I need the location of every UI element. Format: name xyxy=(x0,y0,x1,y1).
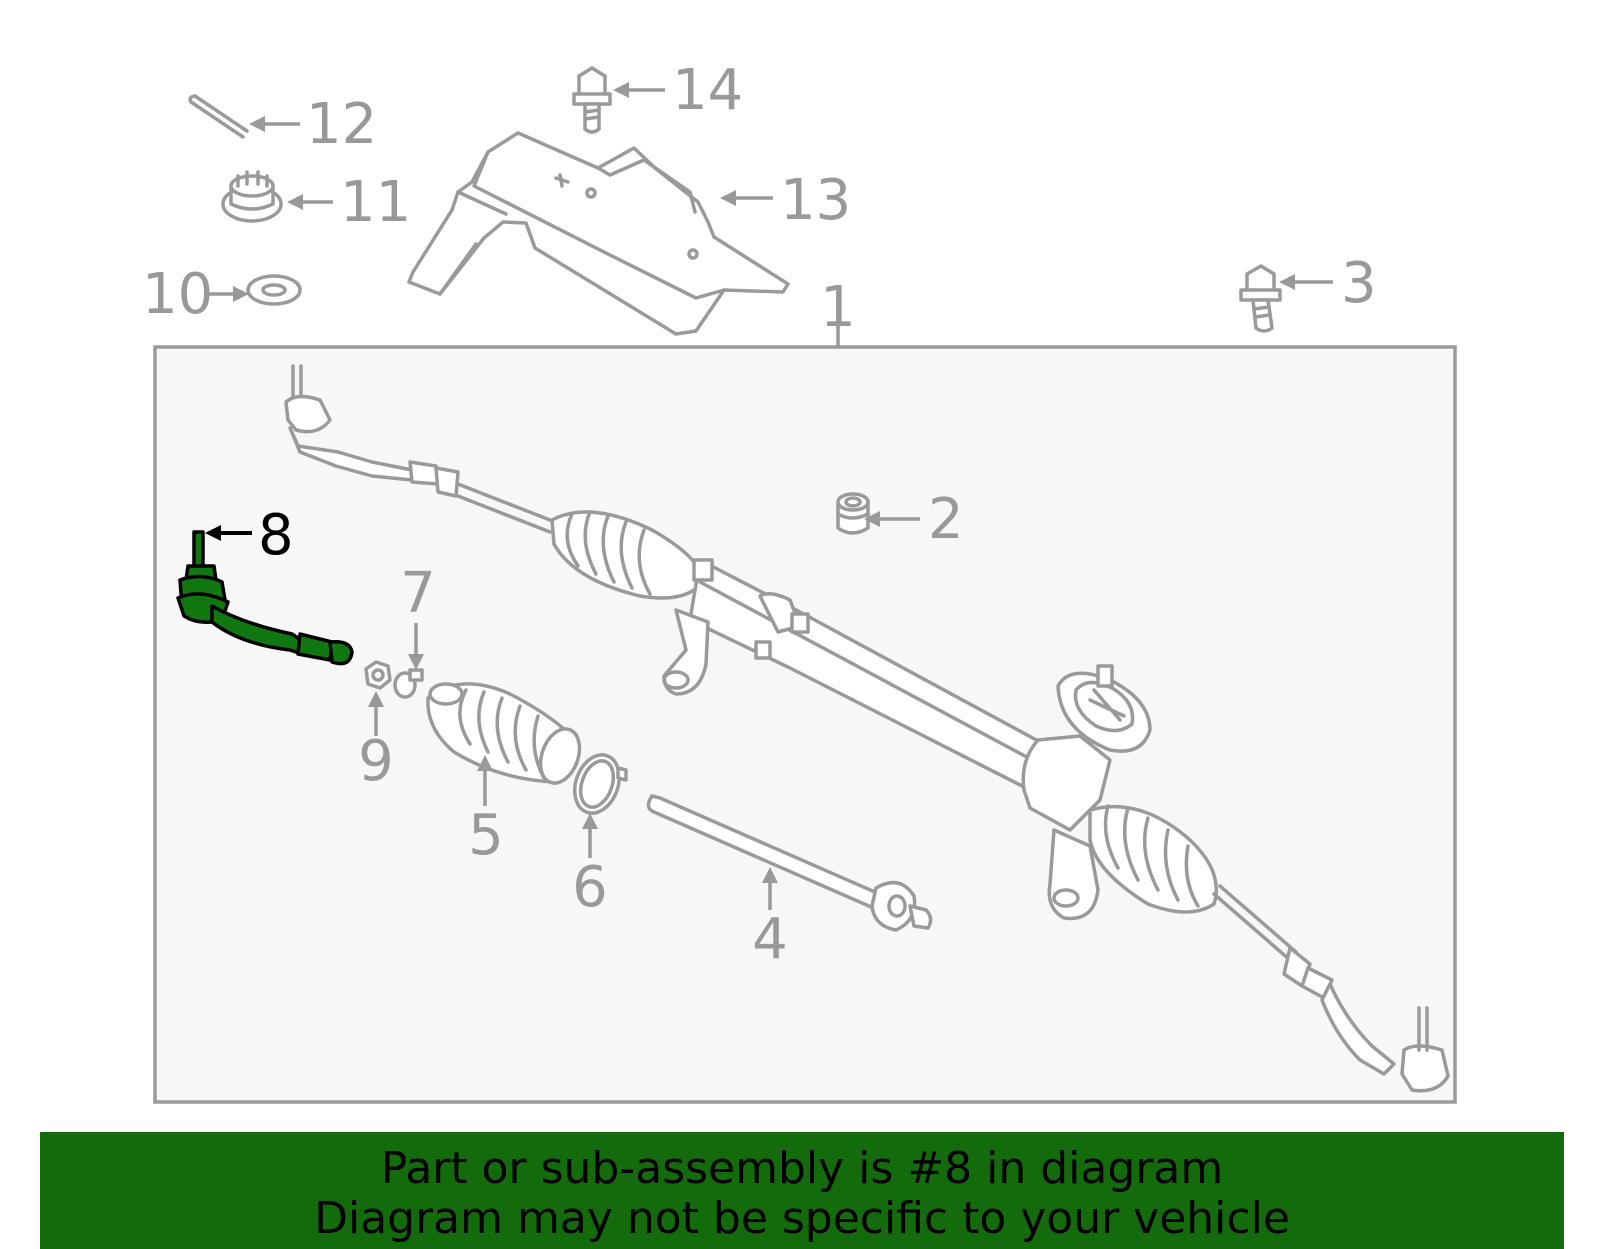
callout-7: 7 xyxy=(400,561,436,626)
part-1-steering-gear xyxy=(284,364,1450,1093)
callout-9: 9 xyxy=(358,729,394,794)
part-info-banner: Part or sub-assembly is #8 in diagram Di… xyxy=(40,1132,1564,1249)
part-10-washer[interactable] xyxy=(246,274,302,306)
callout-8: 8 xyxy=(258,503,294,568)
callout-12: 12 xyxy=(306,92,377,157)
part-7-clamp[interactable] xyxy=(393,668,424,699)
callout-4: 4 xyxy=(752,907,788,972)
callout-11: 11 xyxy=(340,170,411,235)
banner-line-disclaimer: Diagram may not be specific to your vehi… xyxy=(314,1193,1290,1244)
part-6-clamp-ring[interactable] xyxy=(567,749,628,820)
part-5-boot[interactable] xyxy=(426,682,586,789)
callout-2: 2 xyxy=(928,487,964,552)
callout-3: 3 xyxy=(1341,251,1377,316)
part-4-inner-tie-rod[interactable] xyxy=(646,794,933,932)
part-13-heat-shield[interactable] xyxy=(407,131,790,336)
part-14-bolt[interactable] xyxy=(572,66,612,134)
part-9-nut[interactable] xyxy=(364,660,392,690)
part-12-cotter-pin[interactable] xyxy=(188,94,249,139)
callout-14: 14 xyxy=(672,58,743,123)
banner-line-part: Part or sub-assembly is #8 in diagram xyxy=(380,1143,1224,1194)
callout-13: 13 xyxy=(780,168,851,233)
part-8-outer-tie-rod-end[interactable] xyxy=(176,530,354,666)
callout-1: 1 xyxy=(820,275,856,340)
part-3-bolt[interactable] xyxy=(1239,264,1282,333)
callout-6: 6 xyxy=(572,855,608,920)
callout-arrows xyxy=(205,82,1333,910)
callout-5: 5 xyxy=(468,803,504,868)
part-2-bushing[interactable] xyxy=(836,492,870,535)
part-11-castle-nut[interactable] xyxy=(221,170,283,223)
callout-10: 10 xyxy=(142,262,213,327)
